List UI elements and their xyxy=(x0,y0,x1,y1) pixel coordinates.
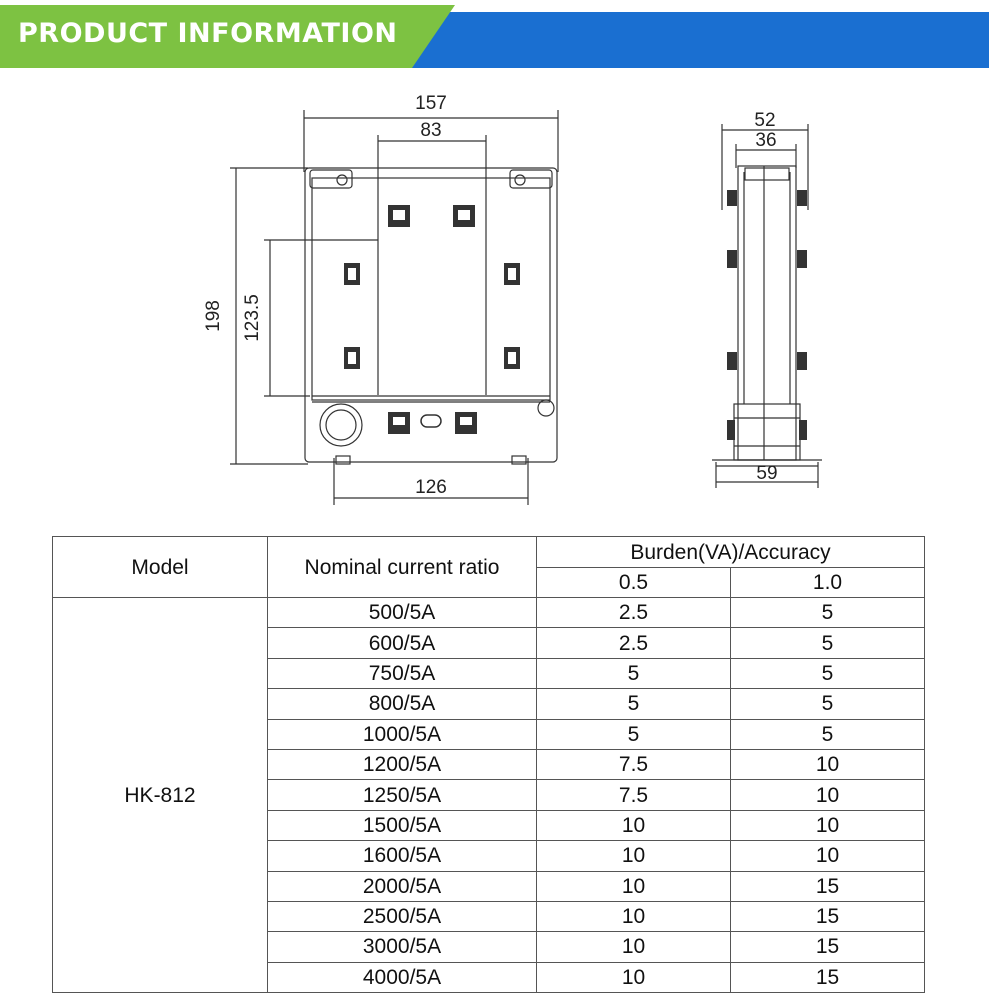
burden-a-cell: 10 xyxy=(536,870,731,902)
table-row: 800/5A 5 5 xyxy=(53,688,925,720)
table-row: 1500/5A 10 10 xyxy=(53,809,925,842)
burden-a-cell: 7.5 xyxy=(536,748,731,781)
burden-b-cell: 5 xyxy=(730,718,925,750)
burden-b-cell: 10 xyxy=(730,809,925,842)
burden-b-cell: 5 xyxy=(730,657,925,690)
table-row: 1600/5A 10 10 xyxy=(53,840,925,872)
burden-a-cell: 5 xyxy=(536,688,731,720)
ratio-cell: 2000/5A xyxy=(267,870,537,902)
dim-36: 36 xyxy=(755,130,776,151)
burden-b-cell: 10 xyxy=(730,840,925,872)
burden-b-cell: 10 xyxy=(730,779,925,811)
ratio-cell: 3000/5A xyxy=(267,931,537,963)
spec-table: Model Nominal current ratio Burden(VA)/A… xyxy=(52,536,925,994)
ratio-cell: 600/5A xyxy=(267,627,537,659)
side-view-drawing: 52 36 59 xyxy=(712,110,822,488)
banner-background xyxy=(0,5,989,68)
burden-b-cell: 10 xyxy=(730,748,925,781)
burden-a-cell: 10 xyxy=(536,961,731,994)
burden-a-cell: 7.5 xyxy=(536,779,731,811)
model-cell: HK-812 xyxy=(52,596,268,994)
burden-a-cell: 10 xyxy=(536,809,731,842)
ratio-cell: 1000/5A xyxy=(267,718,537,750)
burden-a-cell: 2.5 xyxy=(536,627,731,659)
burden-b-cell: 5 xyxy=(730,627,925,659)
ratio-cell: 750/5A xyxy=(267,657,537,690)
burden-a-cell: 5 xyxy=(536,657,731,690)
product-info-banner: PRODUCT INFORMATION xyxy=(0,0,989,75)
table-row: 600/5A 2.5 5 xyxy=(53,627,925,659)
burden-a-cell: 10 xyxy=(536,900,731,933)
header-ratio: Nominal current ratio xyxy=(267,536,537,598)
table-row: 3000/5A 10 15 xyxy=(53,931,925,963)
ratio-cell: 1500/5A xyxy=(267,809,537,842)
burden-a-cell: 10 xyxy=(536,840,731,872)
front-view-drawing: 157 83 198 123.5 126 xyxy=(203,93,559,505)
burden-b-cell: 15 xyxy=(730,931,925,963)
table-row: 4000/5A 10 15 xyxy=(53,961,925,994)
burden-b-cell: 5 xyxy=(730,688,925,720)
burden-a-cell: 10 xyxy=(536,931,731,963)
table-row: 1000/5A 5 5 xyxy=(53,718,925,750)
burden-b-cell: 5 xyxy=(730,596,925,629)
header-class-a: 0.5 xyxy=(536,567,731,598)
banner-title: PRODUCT INFORMATION xyxy=(18,18,398,49)
dim-126: 126 xyxy=(415,477,447,498)
dim-83: 83 xyxy=(420,120,441,141)
ratio-cell: 1250/5A xyxy=(267,779,537,811)
burden-b-cell: 15 xyxy=(730,870,925,902)
header-burden: Burden(VA)/Accuracy xyxy=(536,536,925,568)
table-row: 750/5A 5 5 xyxy=(53,657,925,690)
burden-b-cell: 15 xyxy=(730,900,925,933)
header-class-b: 1.0 xyxy=(730,567,925,598)
header-model: Model xyxy=(52,536,268,598)
ratio-cell: 500/5A xyxy=(267,596,537,629)
burden-a-cell: 2.5 xyxy=(536,596,731,629)
ratio-cell: 4000/5A xyxy=(267,961,537,994)
table-row: 2500/5A 10 15 xyxy=(53,900,925,933)
burden-b-cell: 15 xyxy=(730,961,925,994)
table-row: 1200/5A 7.5 10 xyxy=(53,748,925,781)
ratio-cell: 2500/5A xyxy=(267,900,537,933)
dim-123-5: 123.5 xyxy=(242,294,263,342)
dim-59: 59 xyxy=(756,463,777,484)
ratio-cell: 1600/5A xyxy=(267,840,537,872)
burden-a-cell: 5 xyxy=(536,718,731,750)
dim-157: 157 xyxy=(415,93,447,114)
dim-198: 198 xyxy=(203,300,224,332)
table-row: HK-812 500/5A 2.5 5 xyxy=(52,596,925,994)
table-row: 1250/5A 7.5 10 xyxy=(53,779,925,811)
table-row: 2000/5A 10 15 xyxy=(53,870,925,902)
dim-52: 52 xyxy=(754,110,775,131)
ratio-cell: 1200/5A xyxy=(267,748,537,781)
ratio-cell: 800/5A xyxy=(267,688,537,720)
